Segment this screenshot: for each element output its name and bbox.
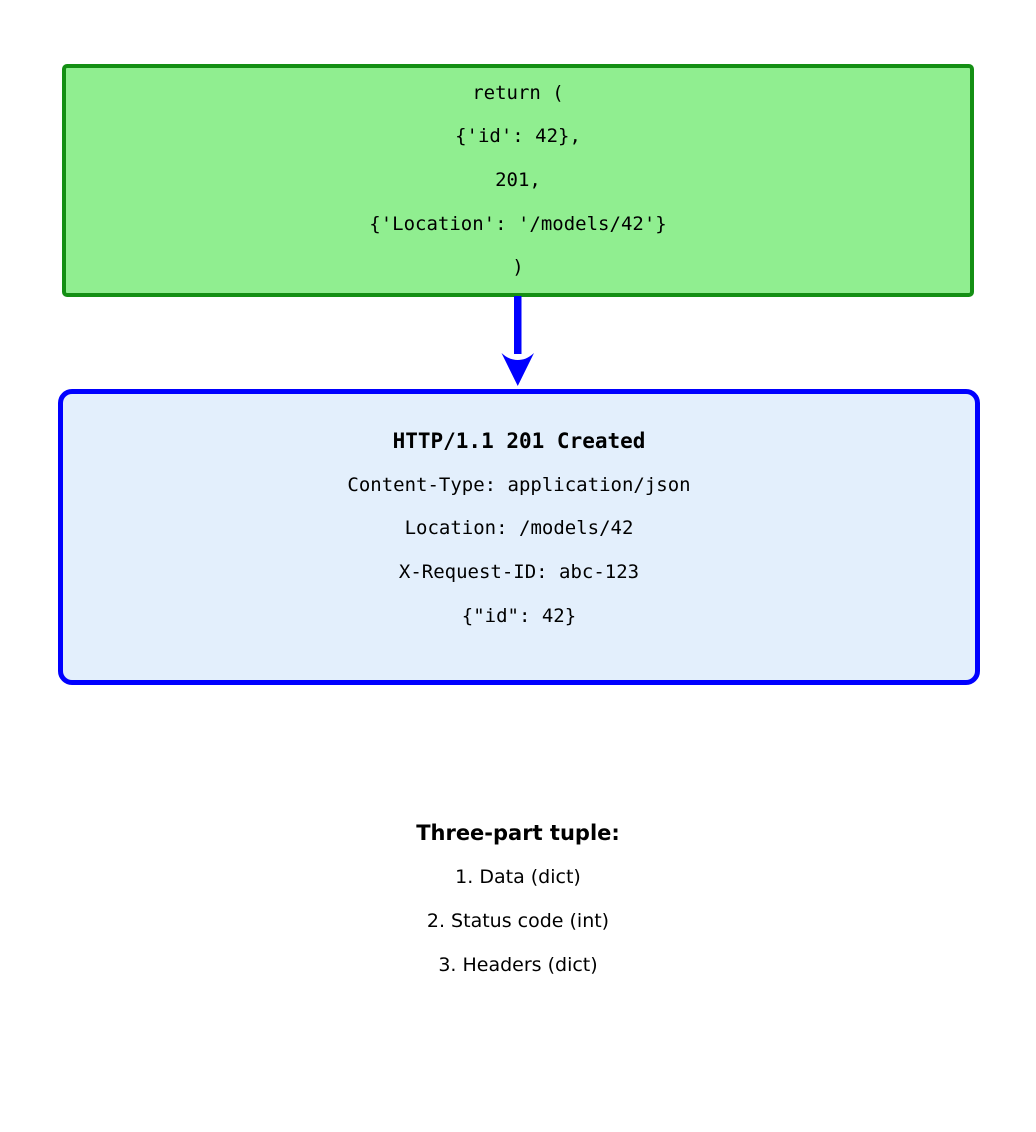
http-response-block: HTTP/1.1 201 Created Content-Type: appli… <box>58 389 980 685</box>
code-line-status-code: 201, <box>495 169 541 191</box>
legend-item-status-code: 2. Status code (int) <box>426 909 610 932</box>
http-response-body: {"id": 42} <box>461 604 577 627</box>
legend-item-data: 1. Data (dict) <box>455 866 581 889</box>
code-line-data-dict: {'id': 42}, <box>455 125 581 148</box>
down-arrow-icon <box>501 296 534 386</box>
legend-item-headers: 3. Headers (dict) <box>438 953 598 976</box>
tuple-parts-legend: Three-part tuple: 1. Data (dict) 2. Stat… <box>0 812 1036 987</box>
http-status-line: HTTP/1.1 201 Created <box>392 429 646 454</box>
code-line-close-paren: ) <box>512 256 524 279</box>
http-header-location: Location: /models/42 <box>404 517 634 540</box>
http-header-x-request-id: X-Request-ID: abc-123 <box>398 561 640 584</box>
legend-title: Three-part tuple: <box>416 821 620 846</box>
http-header-content-type: Content-Type: application/json <box>347 473 691 496</box>
down-arrow <box>478 296 558 388</box>
return-tuple-code-block: return ( {'id': 42}, 201, {'Location': '… <box>62 64 974 297</box>
code-line-headers-dict: {'Location': '/models/42'} <box>369 212 667 235</box>
code-line-return-open: return ( <box>472 81 564 104</box>
